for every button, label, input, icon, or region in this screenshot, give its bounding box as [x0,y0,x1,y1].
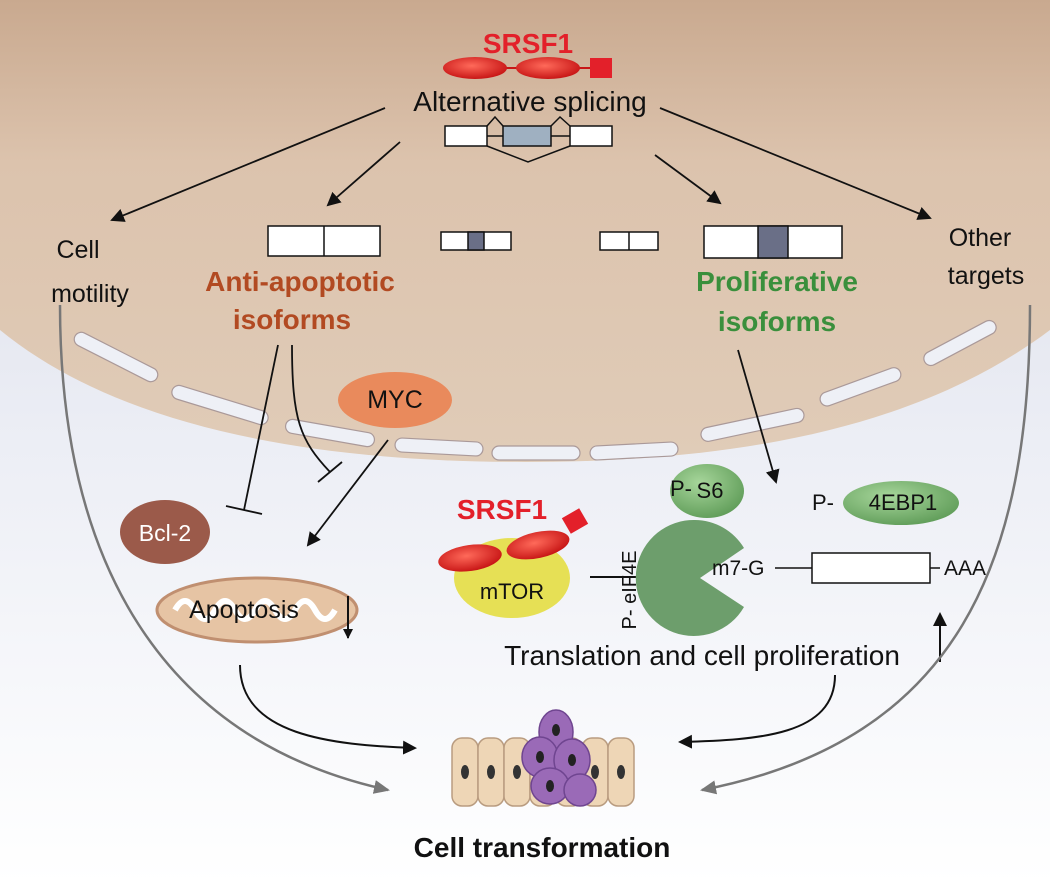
srsf1-protein-cytoplasm [438,508,589,572]
4ebp1-protein [843,481,959,525]
myc-label: MYC [367,386,423,414]
eif4e-protein [635,519,744,636]
translation-label: Translation and cell proliferation [504,640,900,671]
other-targets-label-1: Other [948,224,1012,252]
transformation-arrows [58,304,1032,795]
s6-label: S6 [696,478,724,503]
alternative-splicing-label: Alternative splicing [413,86,647,117]
proliferative-label-1: Proliferative [696,266,858,297]
cell-layer [451,709,635,807]
srsf1-label-top: SRSF1 [482,28,574,59]
pre-mrna-diagram [444,115,613,163]
cap-label: m7-G [712,557,765,580]
bcl2-label: Bcl-2 [138,520,192,546]
mtor-label: mTOR [479,579,545,604]
myc-protein [338,372,452,428]
polya-label: AAA [944,557,987,580]
anti-apoptotic-label-2: isoforms [232,304,352,335]
cell-transformation-label: Cell transformation [413,832,671,863]
mrna-diagram [775,552,940,584]
s6-protein [670,464,744,518]
4ebp1-label: 4EBP1 [868,490,938,515]
eif4e-label: P- eIF4E [619,550,641,630]
isoform-diagrams [267,225,843,259]
cell-motility-label-2: motility [51,280,129,308]
nucleus [0,0,1050,462]
inhibition-lines [225,344,780,547]
splicing-arrows [110,107,932,222]
mitochondrion [155,576,359,644]
anti-apoptotic-label-1: Anti-apoptotic [205,266,395,297]
s6-phospho-label: P- [670,476,692,501]
nuclear-envelope [73,319,997,461]
apoptosis-label: Apoptosis [189,596,299,624]
other-targets-label-2: targets [947,262,1025,290]
4ebp1-phospho-label: P- [812,490,834,515]
cell-motility-label-1: Cell [56,236,100,264]
srsf1-protein-top [443,57,612,79]
bcl2-protein [120,500,210,564]
proliferative-label-2: isoforms [717,306,837,337]
srsf1-label-cytoplasm: SRSF1 [456,494,548,525]
